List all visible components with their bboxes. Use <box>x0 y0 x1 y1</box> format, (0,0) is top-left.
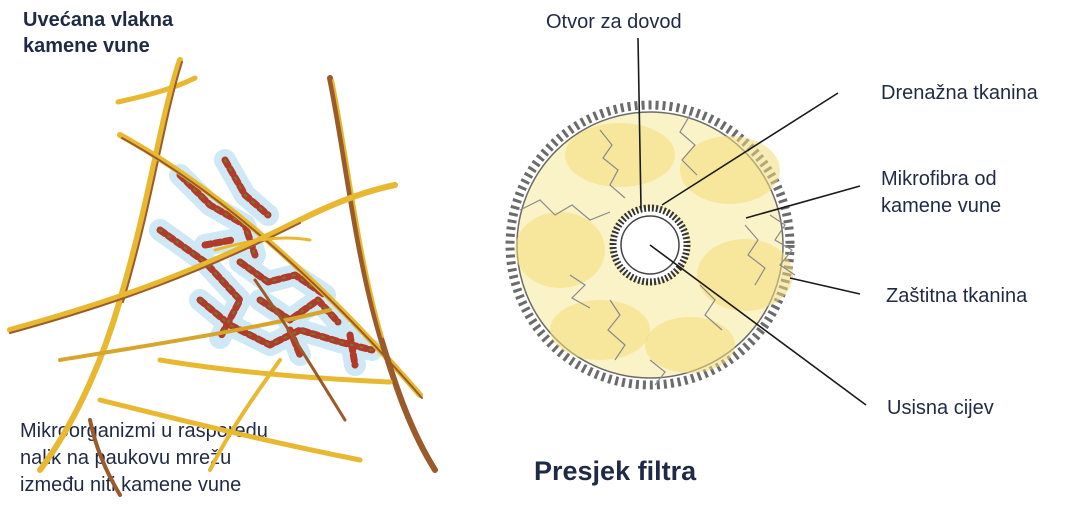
microorganism-web <box>160 160 372 365</box>
leader-protective-fabric <box>790 278 860 294</box>
